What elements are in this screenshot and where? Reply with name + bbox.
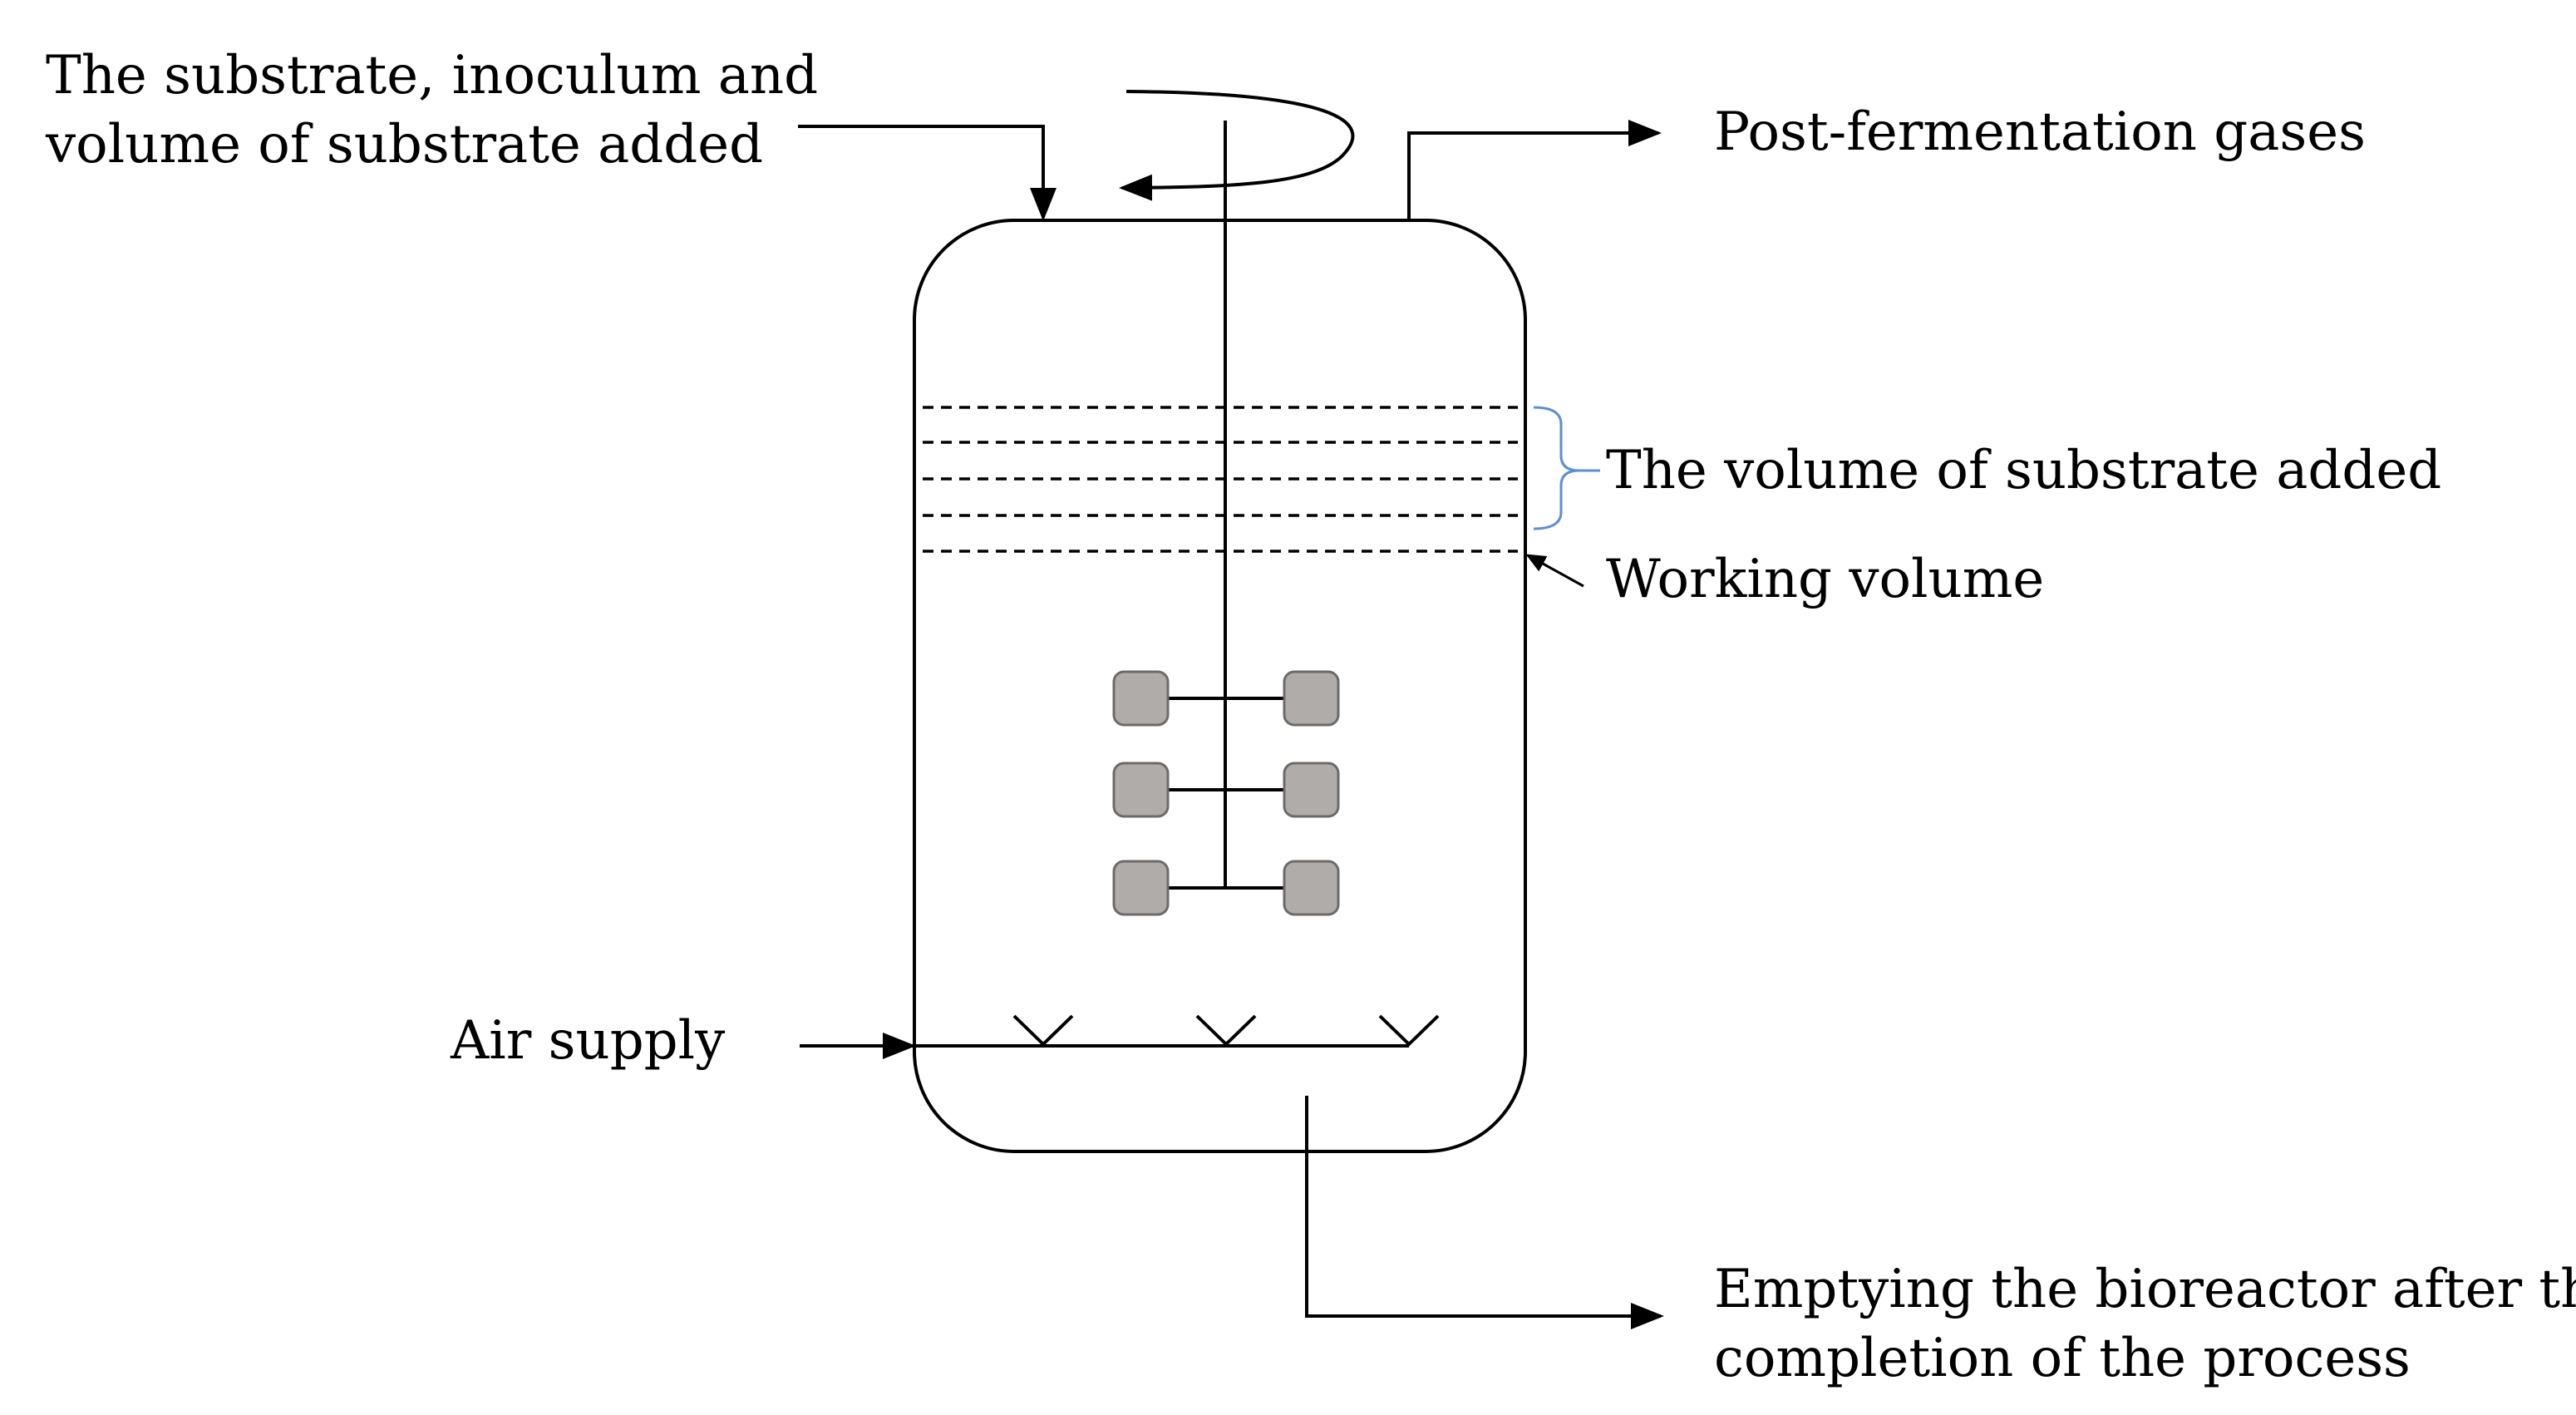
working-volume-pointer [1525, 554, 1584, 588]
rotation-arrow [1119, 90, 1355, 201]
impeller-blade [1112, 860, 1170, 916]
volume-added-label: The volume of substrate added [1606, 440, 2441, 501]
gas-outlet-arrow [1407, 120, 1662, 220]
volume-added-brace [1533, 406, 1580, 530]
sparger-nozzle [1378, 1014, 1440, 1047]
impeller-blade [1112, 670, 1170, 727]
air-supply-label: Air supply [450, 1010, 725, 1072]
gases-label: Post-fermentation gases [1714, 101, 2366, 163]
impeller-blade [1283, 860, 1340, 916]
emptying-label-line1: Emptying the bioreactor after the [1714, 1259, 2576, 1320]
sparger-nozzle [1195, 1014, 1257, 1047]
sparger-nozzle [1012, 1014, 1074, 1047]
sparger-icon [800, 1014, 1440, 1059]
impeller-blade [1283, 762, 1340, 818]
drain-outlet-arrow [1305, 1096, 1664, 1329]
feed-label-line2: volume of substrate added [45, 114, 763, 175]
feed-inlet-arrow [798, 125, 1057, 221]
emptying-label-line2: completion of the process [1714, 1328, 2411, 1389]
bioreactor-vessel [913, 219, 1527, 1153]
working-volume-label: Working volume [1606, 549, 2044, 610]
liquid-levels [923, 406, 1518, 553]
feed-label-line1: The substrate, inoculum and [46, 45, 818, 106]
stirrer-icon [1112, 90, 1355, 916]
impeller-blade [1283, 670, 1340, 727]
impeller-blade [1112, 762, 1170, 818]
